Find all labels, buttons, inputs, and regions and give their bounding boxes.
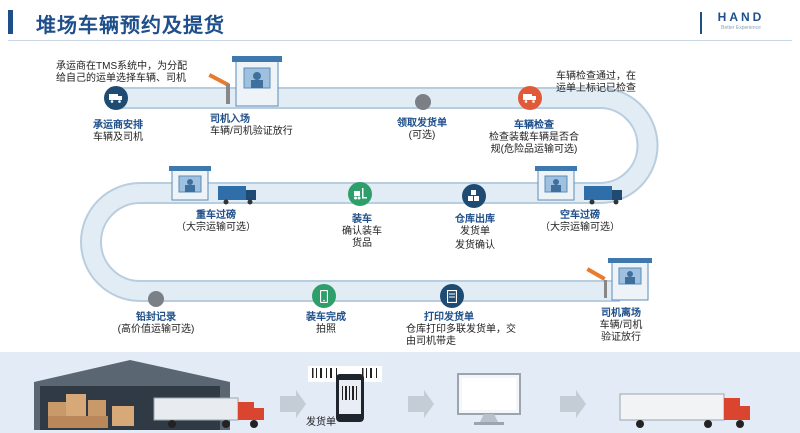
- note-line: 运单上标记已检查: [556, 83, 636, 94]
- step-driver-entry: 司机入场 车辆/司机验证放行: [210, 114, 330, 138]
- step-desc: （大宗运输可选）: [176, 222, 256, 233]
- step-carrier-arrange: 承运商安排 车辆及司机: [78, 120, 158, 144]
- step-title: 领取发货单: [397, 118, 447, 129]
- step-title: 车辆检查: [514, 120, 554, 131]
- step-pick-order: 领取发货单 (可选): [382, 118, 462, 142]
- step-desc: 拍照: [316, 324, 336, 335]
- step-desc: 仓库打印多联发货单，交: [406, 324, 516, 335]
- guard-booth-icon: [586, 258, 652, 301]
- step-desc: 发货确认: [455, 240, 495, 251]
- step-title: 装车: [352, 214, 372, 225]
- title-accent-bar: [8, 10, 13, 34]
- note-carrier: 承运商在TMS系统中，为分配 给自己的运单选择车辆、司机: [56, 61, 187, 85]
- step-desc: 车辆/司机: [599, 320, 643, 331]
- boxes-icon: [462, 184, 486, 208]
- note-line: 车辆检查通过，在: [556, 71, 636, 82]
- step-desc: 车辆及司机: [93, 132, 143, 143]
- step-print-order: 打印发货单 仓库打印多联发货单，交 由司机带走: [406, 312, 536, 348]
- step-title: 司机入场: [210, 114, 250, 125]
- step-vehicle-check: 车辆检查 检查装载车辆是否合 规(危险品运输可选): [478, 120, 590, 156]
- step-driver-leave: 司机离场 车辆/司机 验证放行: [586, 308, 656, 344]
- step-empty-weigh: 空车过磅 （大宗运输可选）: [530, 210, 630, 234]
- step-title: 承运商安排: [93, 120, 143, 131]
- step-desc: 规(危险品运输可选): [490, 144, 578, 155]
- arrow-right-icon: [560, 390, 586, 418]
- arrow-right-icon: [408, 390, 434, 418]
- step-title: 仓库出库: [455, 214, 495, 225]
- monitor-illustration: [457, 373, 521, 425]
- step-dot-seal-record: [148, 291, 164, 307]
- page-title: 堆场车辆预约及提货: [36, 13, 225, 37]
- logo-subtitle: Better Experience: [721, 25, 761, 31]
- step-desc: 检查装载车辆是否合: [489, 132, 579, 143]
- arrow-right-icon: [280, 390, 306, 418]
- logo-text: HAND: [717, 10, 765, 24]
- truck-icon: [619, 393, 750, 428]
- step-desc: 车辆/司机验证放行: [210, 126, 293, 137]
- truck-check-icon: [518, 86, 542, 110]
- step-desc: (高价值运输可选): [117, 324, 195, 335]
- step-title: 装车完成: [306, 312, 346, 323]
- document-icon: [440, 284, 464, 308]
- step-desc: （大宗运输可选）: [540, 222, 620, 233]
- step-warehouse-out: 仓库出库 发货单 发货确认: [440, 214, 510, 252]
- step-load-done: 装车完成 拍照: [294, 312, 358, 336]
- step-desc: 货品: [352, 238, 372, 249]
- step-dot-pick-order: [415, 94, 431, 110]
- step-title: 铅封记录: [136, 312, 176, 323]
- header-divider: [8, 40, 792, 41]
- truck-icon: [104, 86, 128, 110]
- guard-booth-icon: [535, 166, 577, 201]
- note-check: 车辆检查通过，在 运单上标记已检查: [556, 71, 636, 95]
- barcode-scan-illustration: [308, 366, 382, 422]
- forklift-icon: [348, 182, 372, 206]
- step-title: 司机离场: [601, 308, 641, 319]
- track-path: [82, 89, 657, 300]
- guard-booth-icon: [169, 166, 211, 201]
- step-desc: 确认装车: [342, 226, 382, 237]
- note-line: 给自己的运单选择车辆、司机: [56, 73, 186, 84]
- step-desc: (可选): [408, 130, 436, 141]
- truck-icon: [584, 186, 622, 205]
- phone-order-label: 发货单: [306, 417, 336, 428]
- company-logo: HAND Better Experience: [700, 10, 776, 36]
- step-desc: 发货单: [460, 226, 490, 237]
- step-title: 重车过磅: [196, 210, 236, 221]
- truck-icon: [218, 186, 256, 205]
- truck-icon: [153, 397, 264, 428]
- step-loading: 装车 确认装车 货品: [330, 214, 394, 250]
- step-title: 空车过磅: [560, 210, 600, 221]
- step-heavy-weigh: 重车过磅 （大宗运输可选）: [166, 210, 266, 234]
- guard-booth-icon: [208, 56, 282, 107]
- phone-icon: [312, 284, 336, 308]
- step-seal-record: 铅封记录 (高价值运输可选): [106, 312, 206, 336]
- note-line: 承运商在TMS系统中，为分配: [56, 61, 188, 72]
- step-title: 打印发货单: [424, 312, 474, 323]
- logo-bar: [700, 12, 702, 34]
- step-desc: 由司机带走: [406, 336, 456, 347]
- bottom-illustrations: [34, 360, 750, 430]
- step-desc: 验证放行: [601, 332, 641, 343]
